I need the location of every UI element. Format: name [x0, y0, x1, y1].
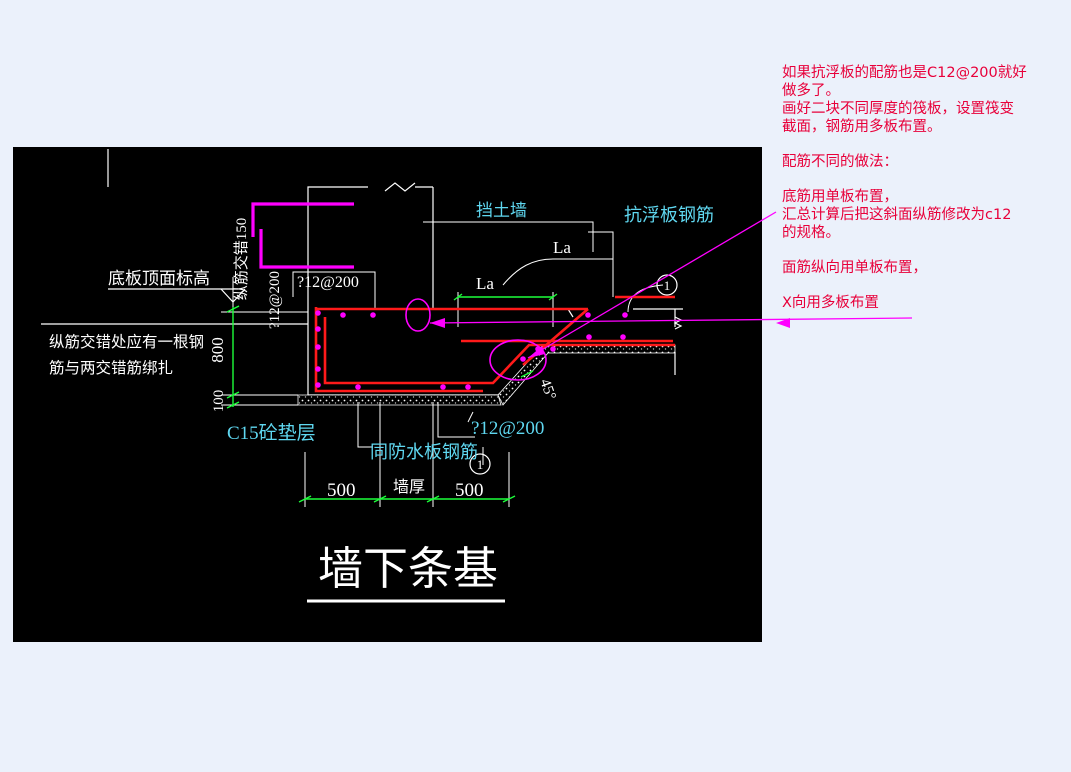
wall-thickness-label: 墙厚 [393, 478, 425, 496]
dim-500-right-label: 500 [455, 480, 484, 501]
annotation-line-2: 做多了。 [782, 83, 840, 99]
cad-drawing-canvas: 纵筋交错150 底板顶面标高 纵筋交错处应有一根钢 筋与两交错筋绑扎 ?12@2… [13, 147, 762, 642]
c15-cushion-hatch [297, 394, 502, 406]
rebar-spec-left-side: ?12@200 [267, 271, 283, 329]
annotation-line-6: 底筋用单板布置， [782, 189, 898, 205]
bottom-rebar-spec: ?12@200 [471, 418, 544, 439]
dim-800-label: 800 [208, 337, 227, 363]
la-label-1: La [553, 238, 571, 257]
section-marker-1b: 1 [477, 457, 484, 472]
annotation-line-10: X向用多板布置 [782, 295, 879, 311]
retaining-wall-label: 挡土墙 [476, 201, 527, 220]
lap-150-bracket-2 [259, 229, 354, 269]
annotation-line-1: 如果抗浮板的配筋也是C12@200就好 [782, 65, 1027, 81]
la-label-2: La [476, 274, 494, 293]
annotation-line-7: 汇总计算后把这斜面纵筋修改为c12 [782, 207, 1012, 223]
annotation-note: 如果抗浮板的配筋也是C12@200就好 做多了。 画好二块不同厚度的筏板，设置筏… [782, 64, 1071, 312]
angle-45-label: 45° [536, 377, 558, 402]
lap-150-bracket [251, 202, 354, 237]
elevation-marker [108, 288, 246, 303]
c15-cushion-label: C15砼垫层 [227, 422, 316, 444]
slab-top-elevation-label: 底板顶面标高 [108, 269, 210, 288]
lap-150-label: 纵筋交错150 [232, 218, 250, 301]
section-marker-1b-circle [469, 453, 491, 475]
ellipse-marker-slope [489, 339, 547, 381]
annotation-line-3: 画好二块不同厚度的筏板，设置筏变 [782, 101, 1014, 117]
section-marker-1a: 1 [664, 278, 671, 293]
rebar-red [314, 295, 675, 393]
annotation-line-5: 配筋不同的做法： [782, 154, 898, 170]
lap-note-line-1: 纵筋交错处应有一根钢 [49, 332, 204, 351]
lap-note-line-2: 筋与两交错筋绑扎 [49, 359, 173, 377]
dim-100-label: 100 [211, 390, 227, 413]
dimension-lines [221, 221, 664, 507]
ellipse-marker-top [405, 298, 431, 332]
anti-float-rebar-label: 抗浮板钢筋 [624, 205, 714, 225]
waterproof-rebar-label: 同防水板钢筋 [370, 442, 478, 462]
rebar-spec-left-top: ?12@200 [297, 274, 359, 291]
drawing-title: 墙下条基 [318, 544, 498, 594]
annotation-line-9: 面筋纵向用单板布置， [782, 260, 927, 276]
annotation-line-8: 的规格。 [782, 225, 840, 241]
dim-500-left-label: 500 [327, 480, 356, 501]
annotation-line-4: 截面，钢筋用多板布置。 [782, 119, 942, 135]
foundation-section-drawing: 纵筋交错150 底板顶面标高 纵筋交错处应有一根钢 筋与两交错筋绑扎 ?12@2… [41, 149, 714, 603]
